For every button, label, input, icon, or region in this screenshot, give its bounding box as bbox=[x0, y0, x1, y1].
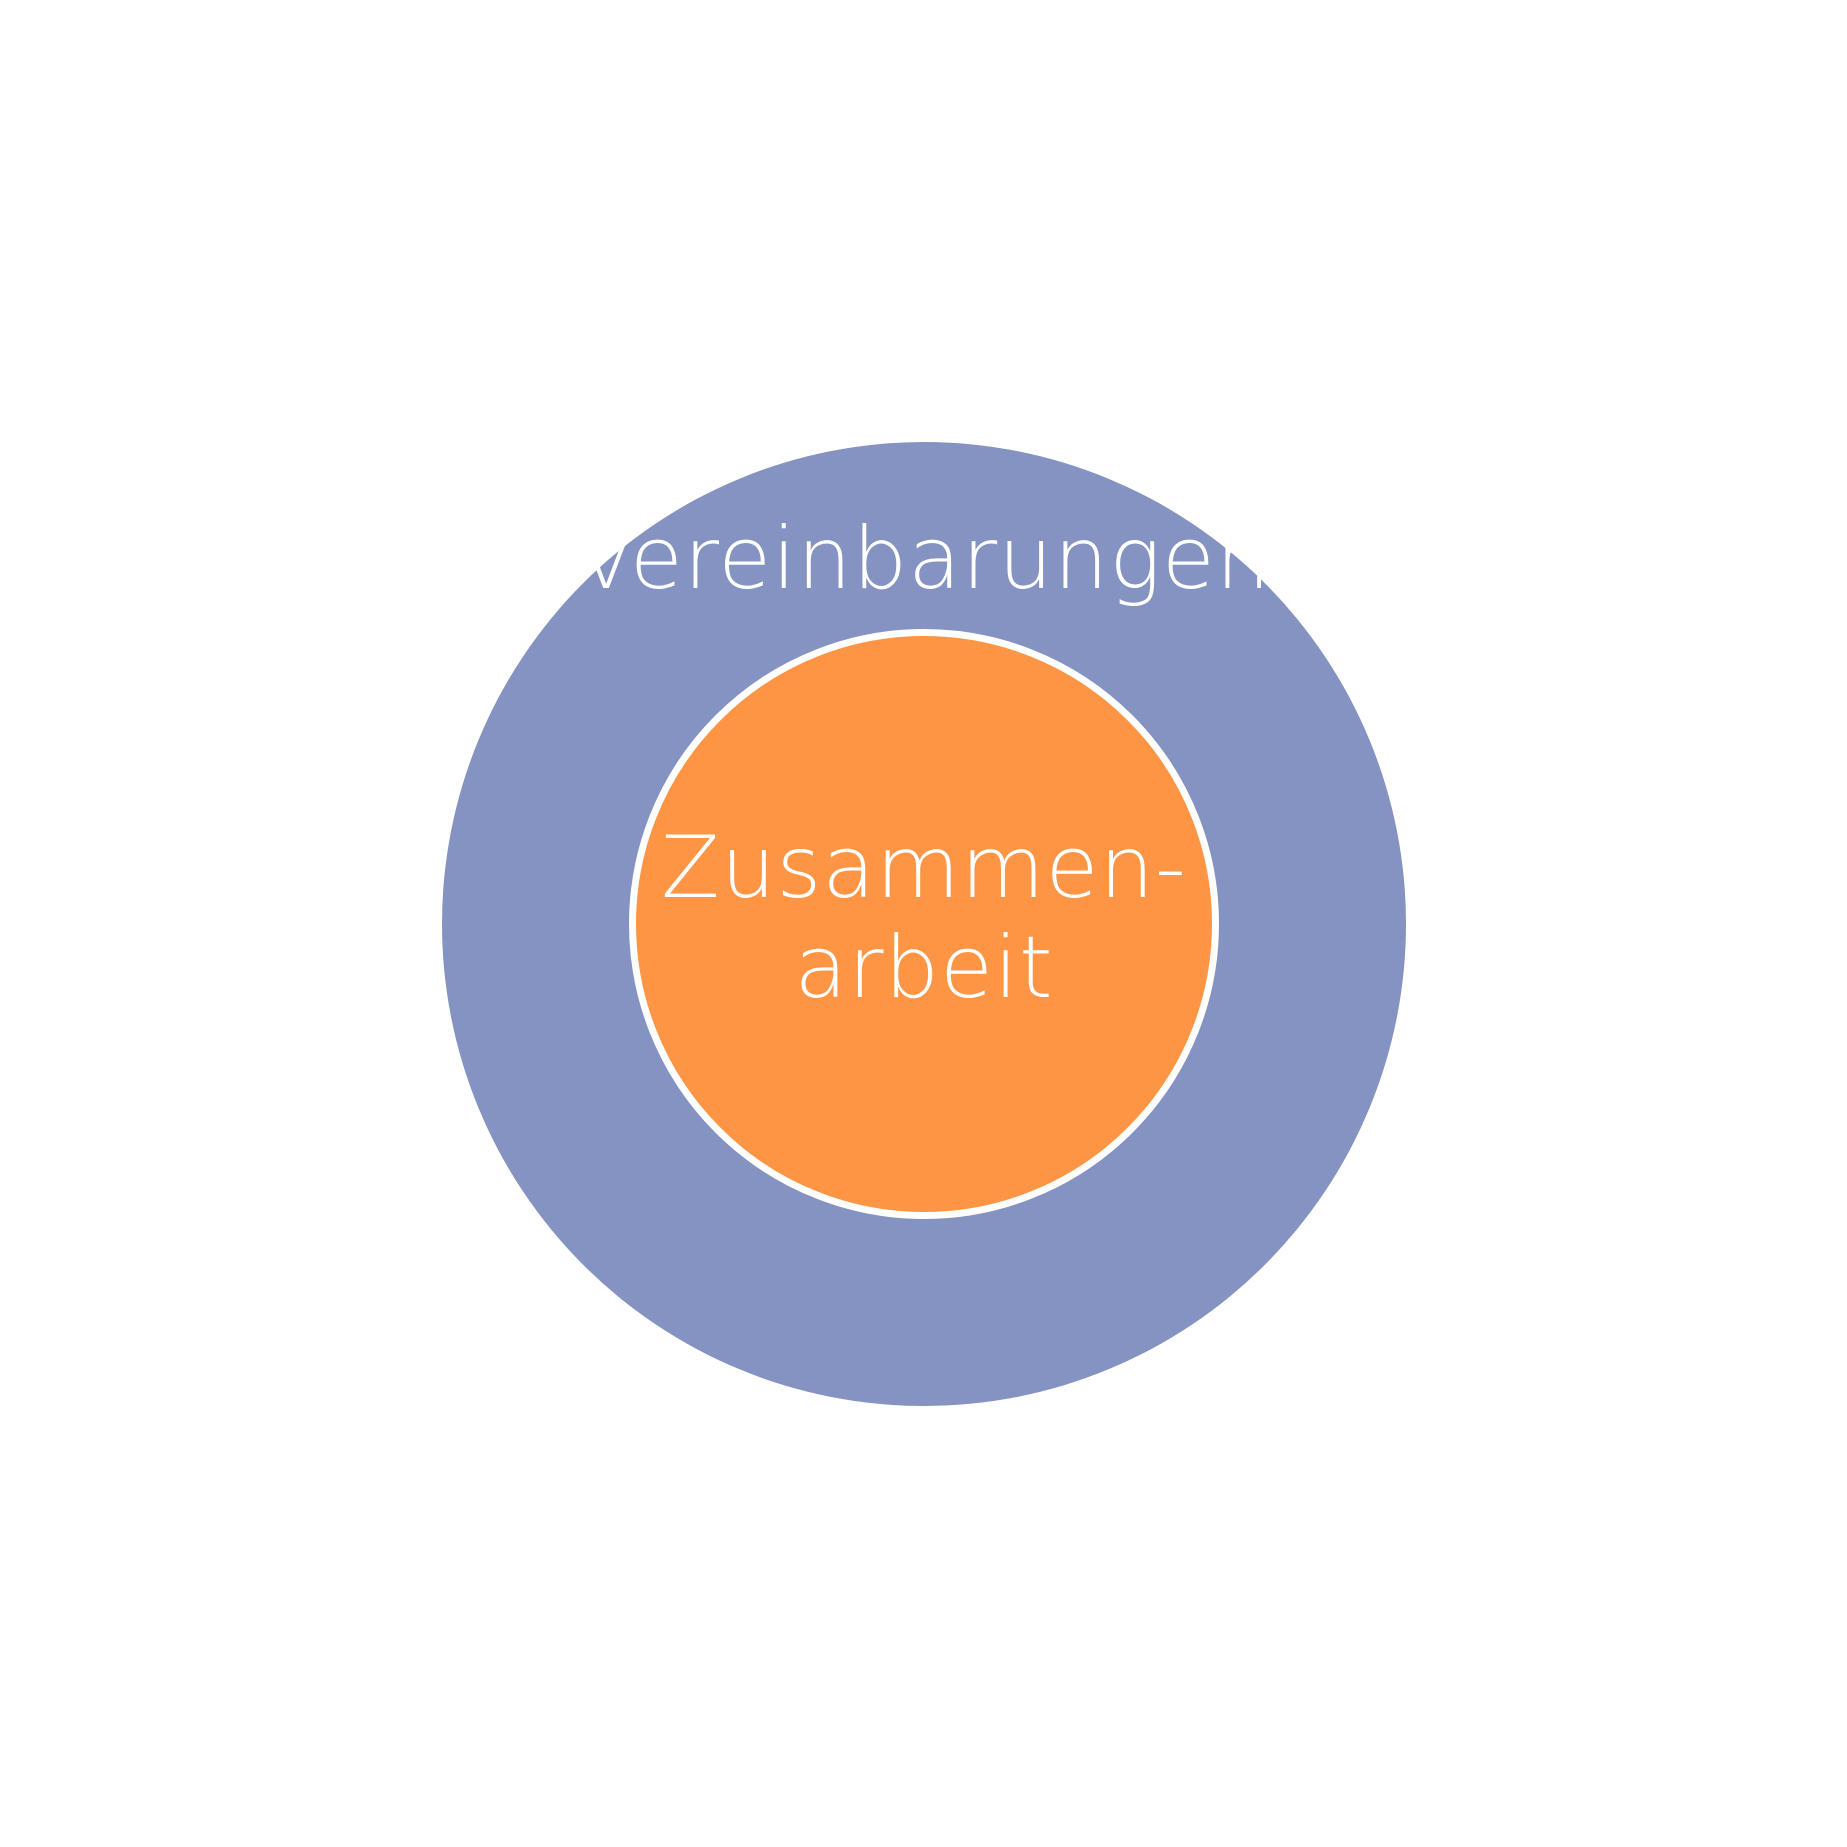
inner-circle-zusammenarbeit bbox=[629, 629, 1219, 1219]
inner-label-line-1: Zusammen- bbox=[661, 818, 1187, 918]
inner-label-line-2: arbeit bbox=[794, 918, 1054, 1018]
inner-circle-label: Zusammen- arbeit bbox=[629, 818, 1219, 1018]
outer-circle-label: Vereinbarungen bbox=[576, 509, 1272, 609]
